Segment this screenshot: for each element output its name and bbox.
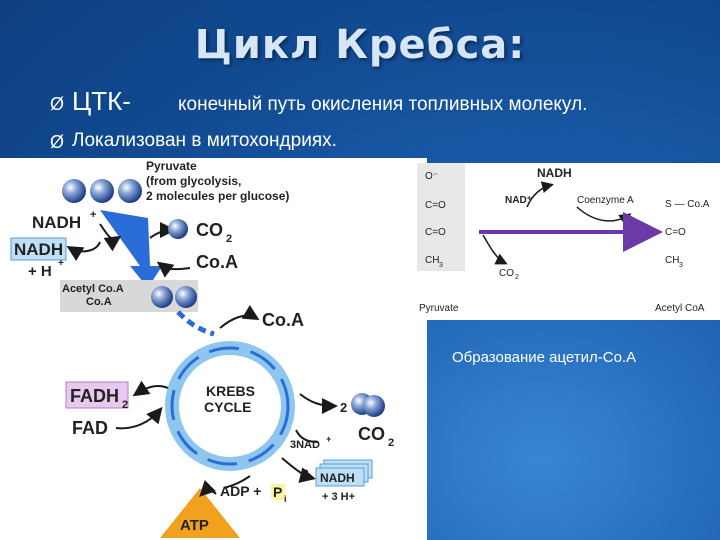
- nad-plus-label: NAD⁺: [505, 195, 532, 206]
- svg-text:C=O: C=O: [665, 227, 686, 238]
- acetyl-coa-box: [60, 280, 198, 312]
- acetyl-coa-figure: O⁻ C=O C=O CH 3 NADH NAD⁺ Coenzyme A CO …: [417, 163, 710, 314]
- pyruvate-structure-box: [417, 163, 465, 271]
- acetyl-coa-diagram: O⁻ C=O C=O CH 3 NADH NAD⁺ Coenzyme A CO …: [417, 163, 720, 320]
- svg-text:+: +: [90, 209, 96, 221]
- nadh-stack-label: NADH: [320, 471, 355, 485]
- diagram-caption: Образование ацетил-Co.A: [452, 349, 637, 366]
- nadh-plus-label: NADH: [32, 213, 81, 232]
- main-flow-arrow: [100, 210, 162, 288]
- svg-text:3: 3: [439, 262, 443, 269]
- acetyl-coa-label: Acetyl Co.A: [62, 283, 124, 295]
- atp-triangle: [160, 488, 240, 538]
- svg-text:2: 2: [515, 274, 519, 281]
- slide-title: Цикл Кребса:: [194, 22, 526, 68]
- bullet-arrow-icon: Ø: [50, 132, 65, 152]
- fadh2-label: FADH: [70, 386, 119, 406]
- coa-out-label: Co.A: [262, 310, 304, 330]
- co2-molecule: [168, 219, 188, 239]
- atp-label: ATP: [180, 517, 209, 534]
- 3nad-label: 3NAD: [290, 439, 320, 451]
- pyruvate-molecule: [62, 179, 142, 203]
- svg-text:i: i: [284, 494, 287, 504]
- nadh-stack-box: [315, 467, 365, 487]
- fad-label: FAD: [72, 418, 108, 438]
- bullet-text: конечный путь окисления топливных молеку…: [178, 94, 588, 115]
- krebs-cycle-diagram: Pyruvate (from glycolysis, 2 molecules p…: [0, 158, 427, 540]
- nadh-label: NADH: [537, 166, 572, 180]
- svg-text:+: +: [58, 258, 64, 269]
- acetyl-coa-label: Acetyl CoA: [655, 303, 705, 314]
- svg-text:S — Co.A: S — Co.A: [665, 199, 710, 210]
- two-label: 2: [340, 400, 347, 415]
- dashed-arrow: [176, 310, 215, 337]
- krebs-cycle-figure: Pyruvate (from glycolysis, 2 molecules p…: [10, 159, 394, 538]
- coenzyme-a-label: Coenzyme A: [577, 195, 634, 206]
- coa-label: Co.A: [196, 252, 238, 272]
- nadh-box: [10, 237, 67, 261]
- adp-label: ADP +: [220, 483, 261, 499]
- pyruvate-label: 2 molecules per glucose): [146, 189, 289, 203]
- pyruvate-label: Pyruvate: [146, 159, 197, 173]
- pyruvate-label: (from glycolysis,: [146, 174, 241, 188]
- p-label: P: [273, 484, 282, 500]
- cycle-label: KREBS: [206, 383, 255, 399]
- 3h-label: + 3 H+: [322, 491, 355, 503]
- bullet-text: Локализован в митохондриях.: [72, 130, 337, 151]
- svg-text:2: 2: [226, 233, 232, 245]
- acetyl-coa-sub-label: Co.A: [86, 296, 112, 308]
- svg-text:2: 2: [388, 437, 394, 449]
- bullet-arrow-icon: Ø: [50, 94, 65, 114]
- co2-label: CO: [196, 220, 223, 240]
- svg-text:C=O: C=O: [425, 227, 446, 238]
- co2-label: CO: [499, 268, 514, 279]
- svg-text:O⁻: O⁻: [425, 171, 438, 182]
- nadh-label: NADH: [14, 240, 63, 259]
- co2-out-label: CO: [358, 424, 385, 444]
- pyruvate-label: Pyruvate: [419, 303, 459, 314]
- cycle-label: CYCLE: [204, 399, 251, 415]
- svg-text:2: 2: [122, 399, 128, 411]
- h-plus-label: + H: [28, 263, 52, 280]
- svg-text:CH: CH: [665, 255, 679, 266]
- bullet-term: ЦТК-: [72, 86, 131, 116]
- fadh2-box: [65, 381, 129, 409]
- svg-text:CH: CH: [425, 255, 439, 266]
- pi-box: [271, 484, 285, 500]
- svg-text:3: 3: [679, 262, 683, 269]
- svg-text:C=O: C=O: [425, 200, 446, 211]
- svg-text:+: +: [326, 434, 331, 444]
